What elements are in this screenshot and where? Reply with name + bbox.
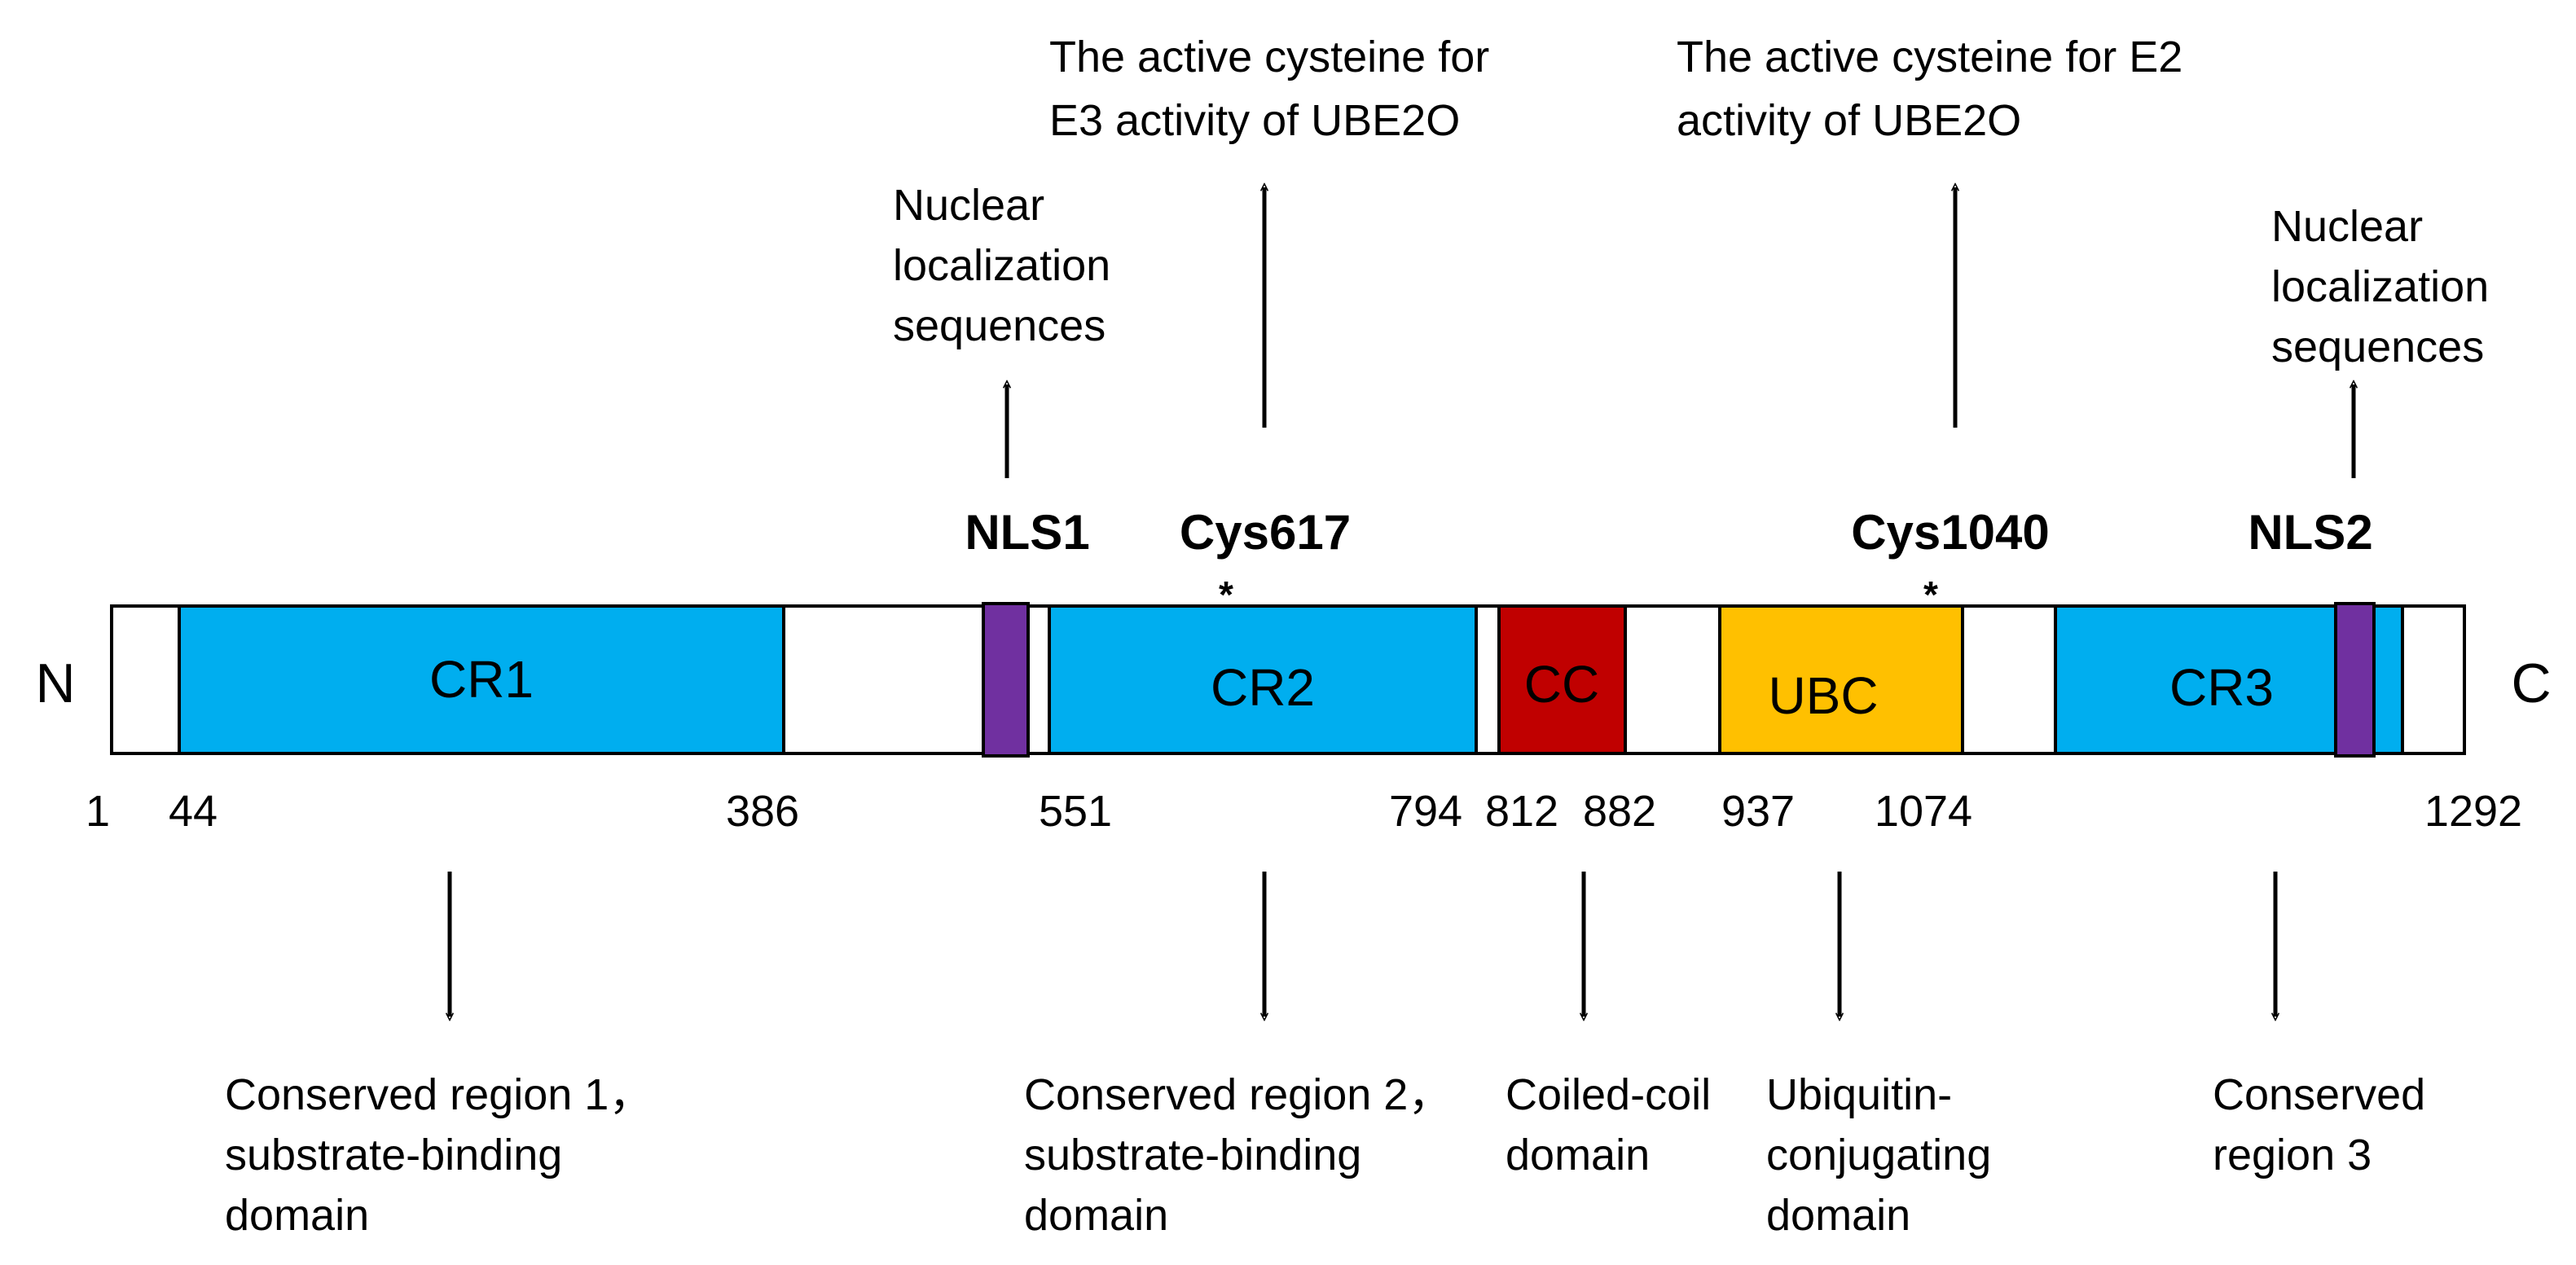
nls1-label: NLS1 bbox=[965, 505, 1089, 560]
nls2-label: NLS2 bbox=[2248, 505, 2372, 560]
ubc-label: UBC bbox=[1768, 666, 1878, 725]
cr3-annotation: Conserved region 3 bbox=[2213, 1070, 2438, 1179]
nls2-segment bbox=[2334, 602, 2376, 758]
e3-cysteine-annotation: The active cysteine for E3 activity of U… bbox=[1049, 33, 1501, 145]
c-terminus-label: C bbox=[2511, 652, 2551, 714]
annotation-line: domain bbox=[1024, 1191, 1168, 1240]
position-label: 1074 bbox=[1875, 787, 1972, 836]
residue-positions: 1 44 386 551 794 812 882 937 1074 1292 bbox=[86, 787, 2522, 836]
annotation-line: Conserved bbox=[2213, 1070, 2425, 1119]
cr1-label: CR1 bbox=[429, 650, 534, 709]
cc-label: CC bbox=[1524, 655, 1599, 714]
annotation-line: activity of UBE2O bbox=[1677, 96, 2021, 145]
cc-annotation: Coiled-coil domain bbox=[1506, 1070, 1723, 1179]
annotation-line: sequences bbox=[2271, 323, 2484, 371]
cc-domain bbox=[1497, 604, 1627, 755]
cr2-label: CR2 bbox=[1211, 658, 1315, 717]
nls1-annotation: Nuclear localization sequences bbox=[893, 181, 1123, 350]
annotation-line: The active cysteine for bbox=[1049, 33, 1489, 81]
site-labels: NLS1 Cys617 Cys1040 NLS2 * * bbox=[965, 505, 2372, 616]
annotation-line: domain bbox=[1766, 1191, 1910, 1240]
annotation-line: localization bbox=[2271, 262, 2489, 311]
annotation-line: sequences bbox=[893, 301, 1106, 350]
cys617-label: Cys617 bbox=[1180, 505, 1351, 560]
nls2-annotation: Nuclear localization sequences bbox=[2271, 202, 2501, 371]
position-label: 386 bbox=[726, 787, 799, 836]
annotation-line: Ubiquitin- bbox=[1766, 1070, 1952, 1119]
nls1-segment bbox=[982, 602, 1030, 758]
cys1040-label: Cys1040 bbox=[1851, 505, 2050, 560]
position-label: 794 bbox=[1389, 787, 1462, 836]
downward-arrows bbox=[450, 872, 2275, 1017]
n-terminus-label: N bbox=[35, 652, 75, 714]
protein-bar: CR1 CR2 CC UBC CR3 N C bbox=[35, 602, 2552, 758]
annotation-line: Coiled-coil bbox=[1506, 1070, 1711, 1119]
top-annotations: The active cysteine for E3 activity of U… bbox=[893, 33, 2501, 371]
upward-arrows bbox=[1007, 187, 2354, 478]
annotation-line: Nuclear bbox=[893, 181, 1044, 230]
annotation-line: domain bbox=[225, 1191, 369, 1240]
bottom-annotations: Conserved region 1， substrate-binding do… bbox=[225, 1070, 2438, 1240]
annotation-line: substrate-binding bbox=[1024, 1131, 1361, 1179]
annotation-line: Conserved region 1， bbox=[225, 1070, 653, 1119]
ubc-domain bbox=[1718, 604, 1964, 755]
annotation-line: Nuclear bbox=[2271, 202, 2423, 251]
position-label: 1292 bbox=[2424, 787, 2522, 836]
position-label: 44 bbox=[169, 787, 218, 836]
annotation-line: The active cysteine for E2 bbox=[1677, 33, 2183, 81]
ubc-annotation: Ubiquitin- conjugating domain bbox=[1766, 1070, 2003, 1240]
annotation-line: domain bbox=[1506, 1131, 1650, 1179]
position-label: 812 bbox=[1485, 787, 1558, 836]
cr2-domain bbox=[1048, 604, 1478, 755]
annotation-line: substrate-binding bbox=[225, 1131, 562, 1179]
position-label: 1 bbox=[86, 787, 110, 836]
annotation-line: conjugating bbox=[1766, 1131, 1991, 1179]
cr3-label: CR3 bbox=[2169, 658, 2274, 717]
position-label: 937 bbox=[1721, 787, 1795, 836]
cys617-asterisk: * bbox=[1219, 573, 1233, 616]
annotation-line: localization bbox=[893, 241, 1110, 290]
position-label: 551 bbox=[1039, 787, 1112, 836]
annotation-line: E3 activity of UBE2O bbox=[1049, 96, 1460, 145]
annotation-line: region 3 bbox=[2213, 1131, 2372, 1179]
cys1040-asterisk: * bbox=[1923, 573, 1938, 616]
e2-cysteine-annotation: The active cysteine for E2 activity of U… bbox=[1677, 33, 2195, 145]
cr1-annotation: Conserved region 1， substrate-binding do… bbox=[225, 1070, 665, 1240]
position-label: 882 bbox=[1583, 787, 1656, 836]
annotation-line: Conserved region 2， bbox=[1024, 1070, 1452, 1119]
cr1-domain bbox=[178, 604, 785, 755]
cr2-annotation: Conserved region 2， substrate-binding do… bbox=[1024, 1070, 1464, 1240]
